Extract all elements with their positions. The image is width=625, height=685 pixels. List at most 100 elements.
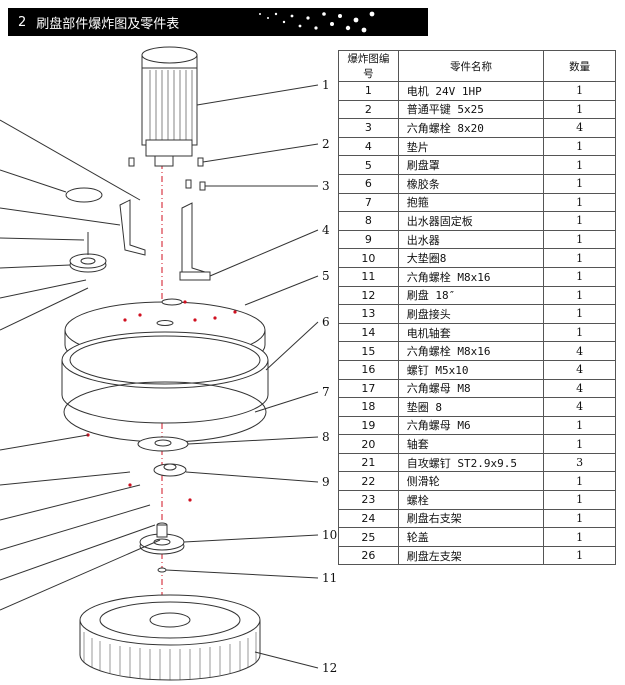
cell-number: 15 (338, 341, 399, 361)
table-header-row: 爆炸图编号 零件名称 数量 (338, 50, 616, 82)
cell-number: 4 (338, 136, 399, 157)
cell-quantity: 1 (543, 173, 616, 194)
cell-quantity: 1 (543, 434, 616, 454)
cell-part-name: 抱箍 (397, 192, 545, 213)
cell-number: 3 (338, 118, 399, 138)
cell-quantity: 1 (543, 229, 616, 250)
cell-number: 13 (338, 304, 399, 324)
cell-part-name: 垫圈 8 (397, 397, 545, 417)
cell-quantity: 1 (543, 192, 616, 213)
cell-part-name: 自攻螺钉 ST2.9x9.5 (397, 452, 545, 473)
cell-part-name: 侧滑轮 (397, 471, 545, 492)
cell-quantity: 1 (543, 527, 616, 547)
cell-part-name: 六角螺栓 8x20 (397, 118, 545, 138)
cell-quantity: 1 (543, 266, 616, 287)
callout-9: 9 (322, 475, 330, 489)
cell-number: 11 (338, 266, 399, 287)
cell-part-name: 电机 24V 1HP (397, 81, 545, 101)
cell-number: 10 (338, 248, 399, 268)
cell-part-name: 刷盘接头 (397, 304, 545, 324)
cell-part-name: 轴套 (397, 434, 545, 454)
cell-quantity: 1 (543, 545, 616, 566)
cell-quantity: 1 (543, 490, 616, 510)
cell-number: 9 (338, 229, 399, 250)
cell-number: 17 (338, 378, 399, 399)
callout-8: 8 (322, 430, 330, 444)
cell-quantity: 1 (543, 81, 616, 101)
section-title: 刷盘部件爆炸图及零件表 (36, 16, 180, 32)
cell-part-name: 六角螺栓 M8x16 (397, 266, 545, 287)
cell-number: 5 (338, 155, 399, 175)
callout-12: 12 (322, 661, 337, 675)
cell-part-name: 出水器固定板 (397, 211, 545, 231)
cell-number: 19 (338, 415, 399, 436)
cell-quantity: 1 (543, 471, 616, 492)
cell-quantity: 3 (543, 452, 616, 473)
cell-quantity: 4 (543, 397, 616, 417)
cell-quantity: 1 (543, 136, 616, 157)
cell-number: 25 (338, 527, 399, 547)
cell-quantity: 1 (543, 99, 616, 120)
cell-number: 16 (338, 359, 399, 380)
cell-part-name: 普通平键 5x25 (397, 99, 545, 120)
cell-part-name: 大垫圈8 (397, 248, 545, 268)
callout-6: 6 (322, 315, 330, 329)
cell-number: 8 (338, 211, 399, 231)
cell-part-name: 刷盘右支架 (397, 508, 545, 529)
cell-quantity: 4 (543, 359, 616, 380)
cell-number: 14 (338, 322, 399, 343)
cell-quantity: 1 (543, 508, 616, 529)
callout-3: 3 (322, 179, 330, 193)
cell-number: 26 (338, 545, 399, 566)
cell-quantity: 1 (543, 285, 616, 306)
callout-7: 7 (322, 385, 330, 399)
cell-part-name: 刷盘 18″ (397, 285, 545, 306)
cell-quantity: 4 (543, 118, 616, 138)
callout-1: 1 (322, 78, 330, 92)
cell-number: 2 (338, 99, 399, 120)
cell-quantity: 1 (543, 155, 616, 175)
header-dot-pattern (259, 11, 399, 35)
cell-part-name: 轮盖 (397, 527, 545, 547)
callout-5: 5 (322, 269, 330, 283)
cell-number: 1 (338, 81, 399, 101)
cell-number: 6 (338, 173, 399, 194)
motor-part (141, 46, 198, 167)
cell-quantity: 1 (543, 211, 616, 231)
callout-10: 10 (322, 528, 337, 542)
cell-part-name: 出水器 (397, 229, 545, 250)
exploded-diagram: 1 2 3 4 5 6 7 8 9 10 11 12 (0, 46, 337, 681)
cell-part-name: 螺栓 (397, 490, 545, 510)
cell-part-name: 电机轴套 (397, 322, 545, 343)
callout-11: 11 (322, 571, 337, 585)
column-header-number: 爆炸图编号 (338, 50, 399, 82)
cell-number: 12 (338, 285, 399, 306)
cell-number: 24 (338, 508, 399, 529)
cell-quantity: 4 (543, 341, 616, 361)
cell-part-name: 六角螺母 M8 (397, 378, 545, 399)
section-header: 2 刷盘部件爆炸图及零件表 (8, 8, 428, 36)
cell-number: 20 (338, 434, 399, 454)
callout-4: 4 (322, 223, 330, 237)
